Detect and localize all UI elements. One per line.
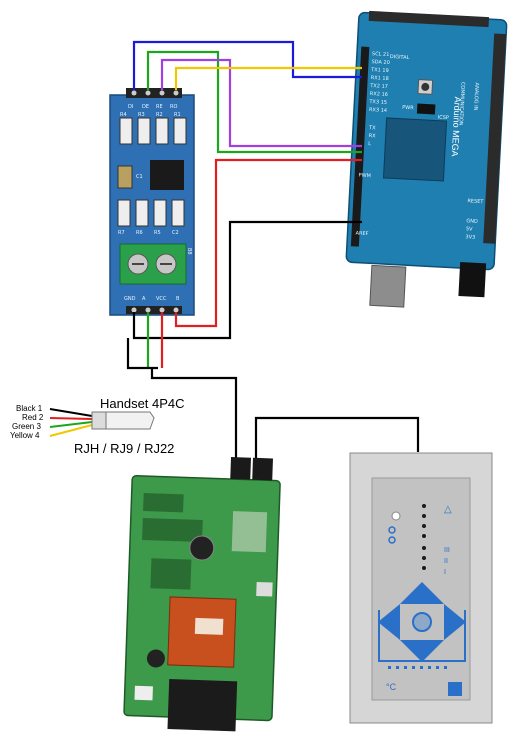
module-bottom-pin: GND <box>124 296 136 302</box>
symbol-triangle: △ <box>444 504 452 515</box>
module-top-pin: RO <box>170 104 177 110</box>
led-label: TX <box>368 125 376 131</box>
wire-black-gnd <box>132 220 362 340</box>
resistor-label: R4 <box>120 112 127 118</box>
temperature-unit: °C <box>386 682 397 692</box>
right-button[interactable] <box>444 604 466 640</box>
rj-jack-2 <box>252 457 273 481</box>
pin-label: RX3 14 <box>369 107 387 114</box>
wire-blue <box>132 40 362 90</box>
pin-label: TX2 17 <box>369 83 388 90</box>
wires <box>126 40 420 462</box>
up-button[interactable] <box>400 582 444 604</box>
wire-red-vcc <box>174 158 362 328</box>
wire-green <box>146 50 362 154</box>
header-label: DIGITAL <box>390 54 410 61</box>
controller-pcb <box>123 456 281 732</box>
wire-legend-item: Red 2 <box>22 413 44 422</box>
speed-label: III <box>444 547 450 554</box>
speed-label: I <box>444 569 446 576</box>
left-button[interactable] <box>378 604 400 640</box>
module-top-pin: DE <box>142 104 149 110</box>
legend-title: Handset 4P4C <box>100 396 185 411</box>
led-label: PWR <box>402 105 414 112</box>
power-label: ANALOG IN <box>472 82 479 110</box>
brand-logo <box>448 682 462 696</box>
pin-label: SCL 21 <box>372 51 390 58</box>
connector-types: RJH / RJ9 / RJ22 <box>74 441 174 456</box>
keypad <box>378 582 466 662</box>
power-label: 3V3 <box>465 234 475 241</box>
wire-legend-item: Green 3 <box>12 422 41 431</box>
arduino-brand: Arduino MEGA <box>450 96 463 156</box>
speed-label: II <box>444 558 448 565</box>
resistor-label: C2 <box>172 230 179 236</box>
power-label: AREF <box>355 230 368 237</box>
pin-label: RX2 16 <box>370 91 388 98</box>
resistor-label: R6 <box>136 230 143 236</box>
led-label: L <box>368 141 371 147</box>
wire-yellow <box>174 66 362 90</box>
pin-label: TX3 15 <box>368 99 387 106</box>
arduino-mega-board: SCL 21 SDA 20 TX1 19 RX1 18 TX2 17 RX2 1… <box>345 10 508 308</box>
center-button[interactable] <box>412 612 432 632</box>
pin-label: TX1 19 <box>370 67 389 74</box>
control-panel: △ III II I °C <box>349 452 493 724</box>
wire-purple <box>160 58 362 148</box>
pin-label: SDA 20 <box>371 59 390 66</box>
wire-black-a <box>126 338 158 370</box>
down-button[interactable] <box>400 640 444 662</box>
resistor-label: R5 <box>154 230 161 236</box>
power-label: COMMUNICATION <box>457 82 465 126</box>
module-bottom-pin: A <box>142 296 146 302</box>
handset-legend: Handset 4P4C Black 1 Red 2 Green 3 Yello… <box>10 396 185 456</box>
module-top-pin: RE <box>156 104 163 110</box>
wire-black-bus <box>150 368 238 462</box>
power-label: 5V <box>466 226 473 232</box>
resistor-label: R2 <box>156 112 163 118</box>
wire-black-panel <box>254 416 420 462</box>
module-side-label: B8 <box>186 248 192 255</box>
pin-label: RX1 18 <box>371 75 389 82</box>
resistor-label: R7 <box>118 230 125 236</box>
rs485-module: DI DE RE RO R4 R3 R2 R1 C1 R7 R6 R5 C2 B… <box>109 88 195 316</box>
resistor-label: R3 <box>138 112 145 118</box>
resistor-label: R1 <box>174 112 181 118</box>
led-label: ICSP <box>438 115 449 122</box>
led-label: RX <box>368 133 376 139</box>
power-label: PWM <box>358 173 371 180</box>
wire-legend-item: Black 1 <box>16 404 43 413</box>
rj-plug-icon <box>105 411 155 430</box>
module-top-pin: DI <box>128 104 133 110</box>
power-label: GND <box>466 218 478 225</box>
power-label: RESET <box>467 198 484 205</box>
module-bottom-pin: B <box>176 296 180 302</box>
rj-jack-1 <box>230 456 251 480</box>
module-bottom-pin: VCC <box>156 296 167 302</box>
chip-label: C1 <box>136 174 143 180</box>
wire-legend-item: Yellow 4 <box>10 431 40 440</box>
